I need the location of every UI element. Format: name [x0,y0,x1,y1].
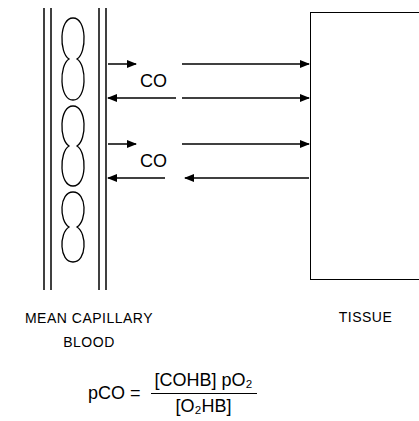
tissue-box: TISSUE [310,12,419,280]
co-label: CO [140,70,167,92]
capillary-wall [44,8,106,290]
fraction: [COHB] pO₂[O₂HB] [151,370,257,417]
co-label: CO [140,150,167,172]
numerator: [COHB] pO₂ [151,370,257,394]
formula-lhs: pCO = [88,383,141,404]
diffusion-arrows [108,64,309,178]
red-cells [62,18,84,262]
denominator: [O₂HB] [176,394,232,417]
region-label: MEAN CAPILLARY BLOOD [14,306,164,354]
capillary-region: MEAN CAPILLARY BLOOD [44,8,107,290]
formula: pCO = [COHB] pO₂[O₂HB] [88,370,257,417]
region-label: TISSUE [311,305,419,329]
